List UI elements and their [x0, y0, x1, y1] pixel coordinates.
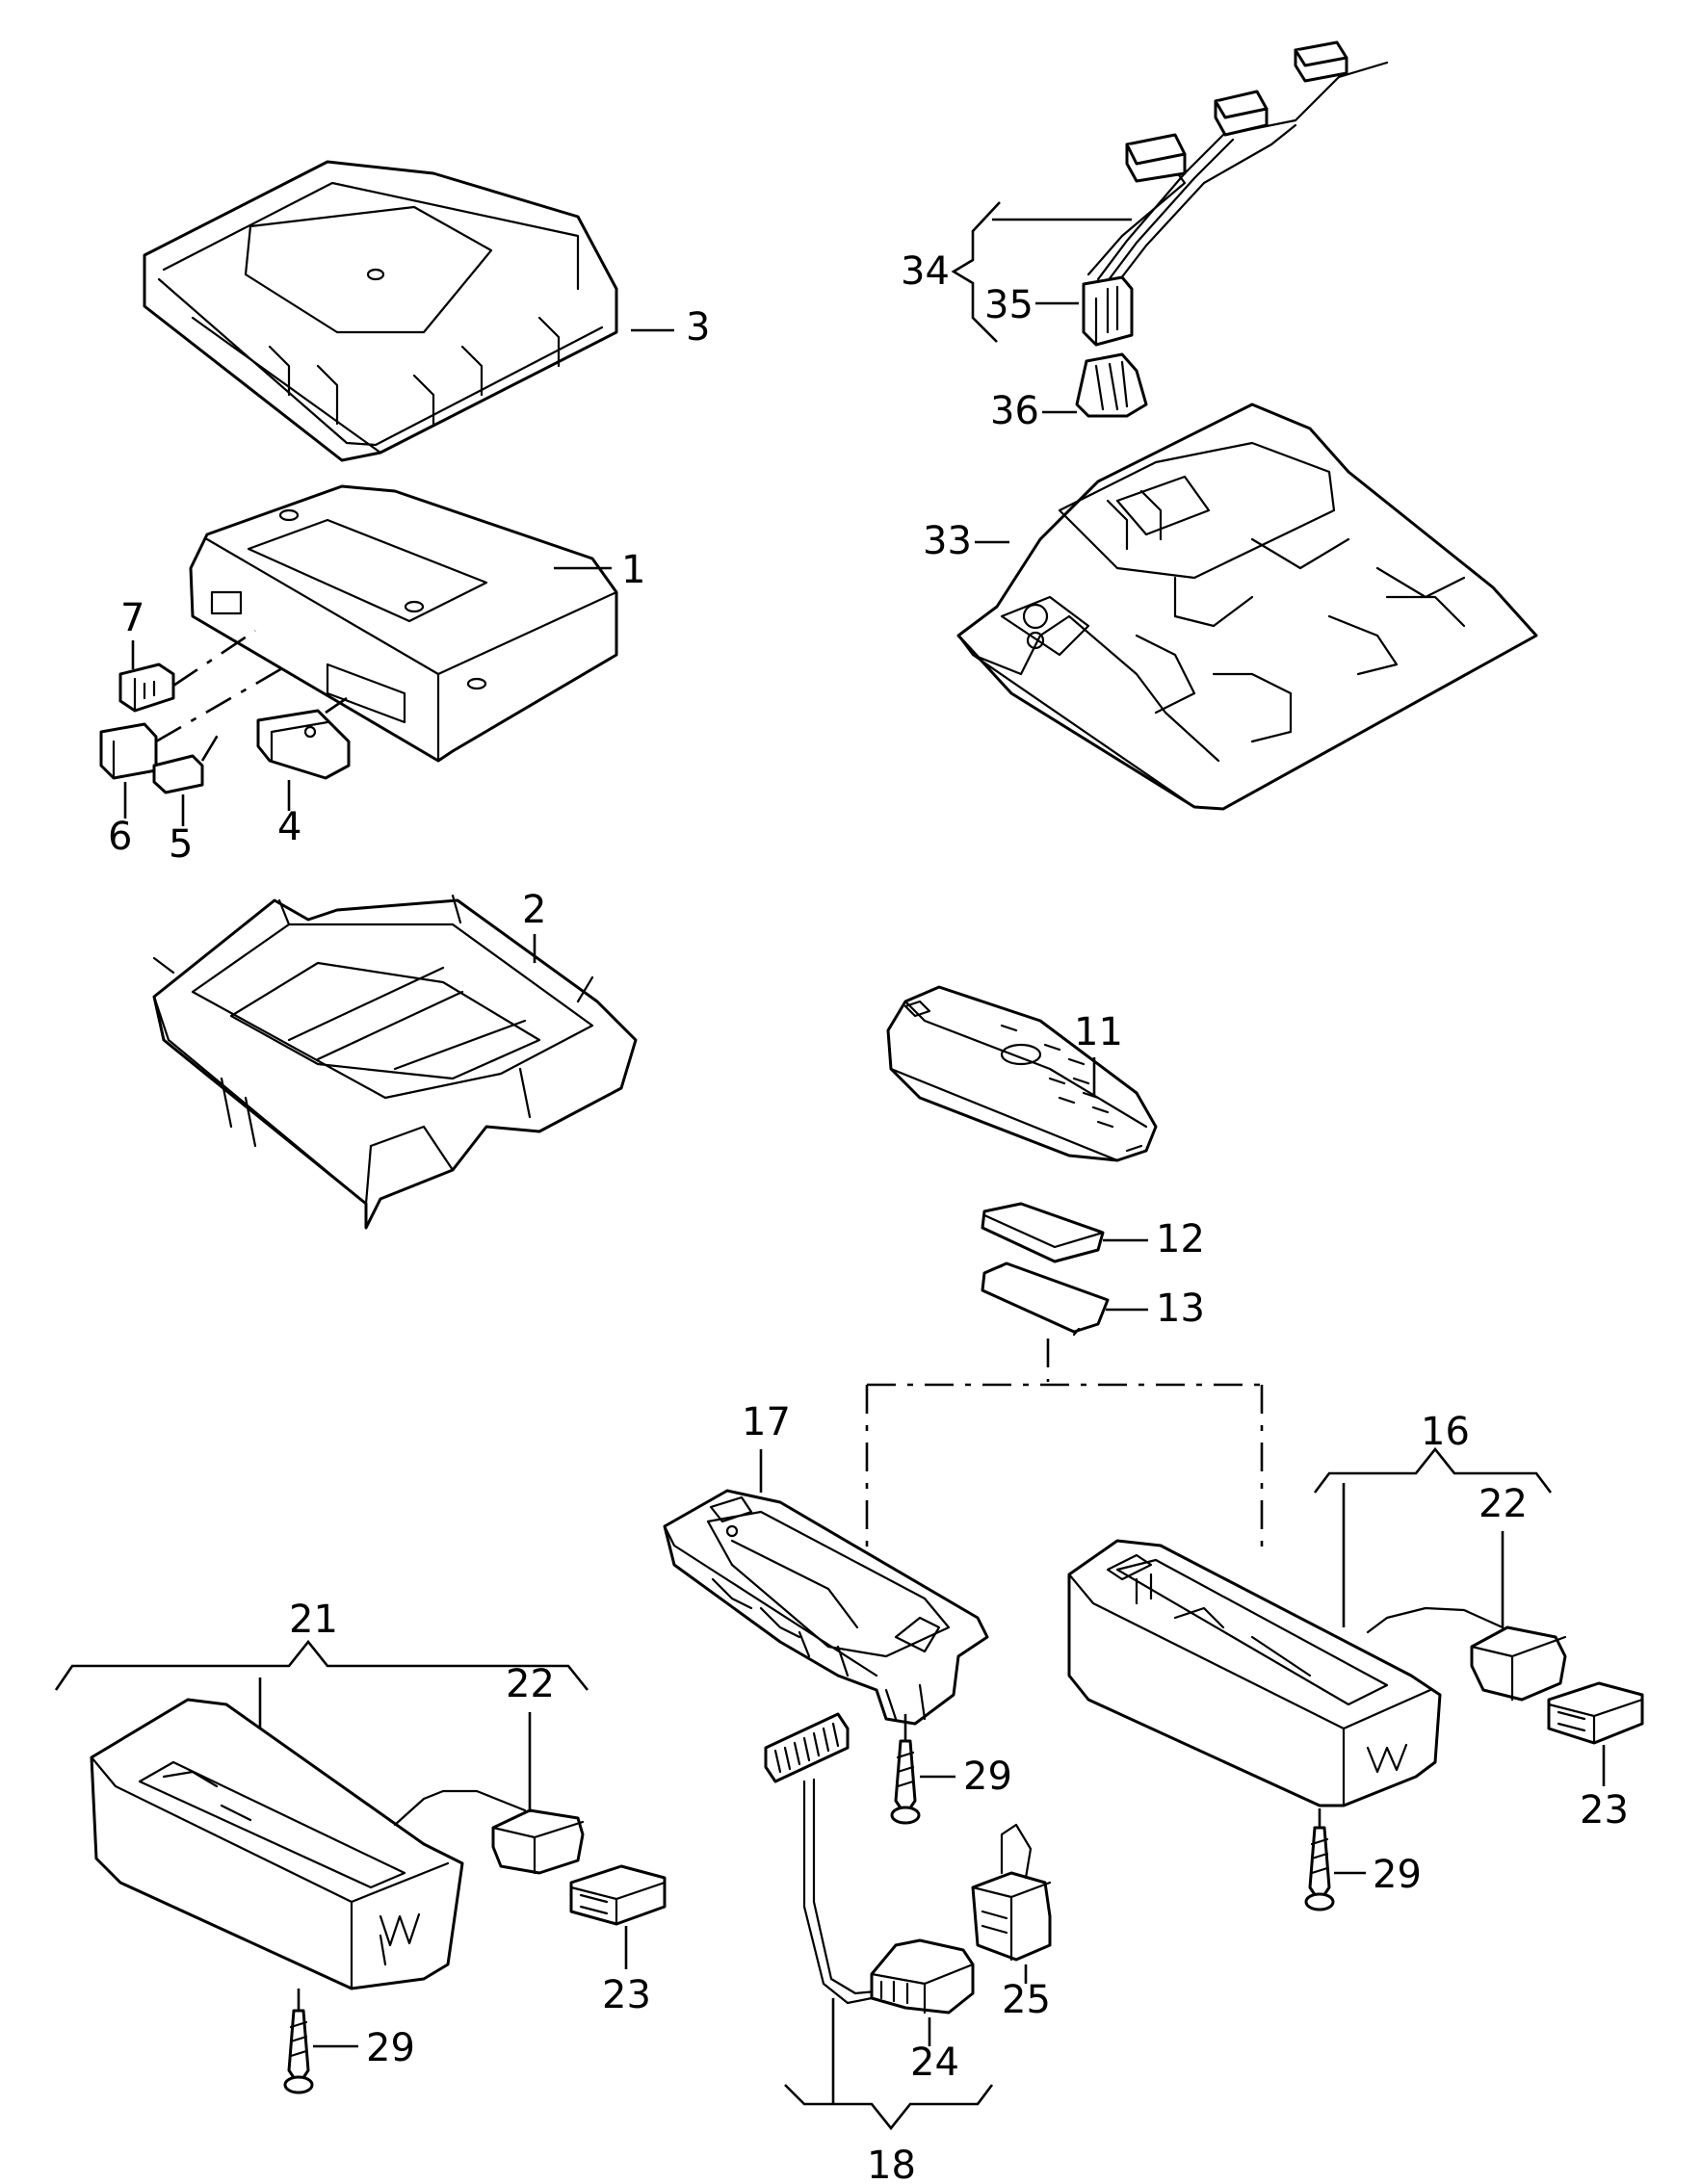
callout-7: 7: [120, 596, 144, 640]
part-17-charging-cradle: [663, 1489, 989, 1726]
part-4-connector: [256, 709, 351, 780]
callout-29-center: 29: [963, 1755, 1012, 1799]
brace-16: [1313, 1446, 1553, 1494]
callout-16: 16: [1421, 1410, 1470, 1454]
part-23-connector-right: [1547, 1681, 1644, 1745]
callout-4: 4: [277, 805, 301, 849]
callout-23-left: 23: [602, 1973, 651, 2017]
callout-13: 13: [1156, 1287, 1205, 1331]
callout-29-left: 29: [366, 2026, 415, 2070]
part-2-mounting-bracket: [152, 894, 638, 1230]
part-1-control-unit: [189, 484, 618, 763]
part-22-harness-left: [393, 1789, 585, 1875]
part-16-charging-holder: [1067, 1539, 1442, 1807]
part-22-harness-right: [1366, 1606, 1567, 1702]
callout-1: 1: [621, 548, 645, 592]
part-7-connector: [118, 663, 175, 713]
callout-18: 18: [867, 2144, 916, 2184]
part-29-screw-left: [283, 2009, 314, 2094]
callout-22-left: 22: [506, 1662, 555, 1706]
part-13-cover-plate: [981, 1261, 1110, 1337]
part-23-connector-left: [569, 1864, 667, 1926]
callout-36: 36: [990, 389, 1039, 433]
callout-22-right: 22: [1479, 1482, 1528, 1526]
part-6-connector: [99, 722, 158, 780]
part-36-clip: [1075, 352, 1148, 418]
part-21-charging-holder: [90, 1698, 464, 1990]
brace-18: [784, 2084, 994, 2131]
brace-34: [951, 201, 1001, 343]
brace-21: [54, 1639, 589, 1691]
callout-34: 34: [901, 249, 950, 294]
callout-17: 17: [742, 1400, 791, 1444]
callout-21: 21: [289, 1598, 338, 1642]
part-29-screw-center: [890, 1739, 921, 1825]
callout-25: 25: [1002, 1978, 1051, 2022]
part-33-roof-console: [956, 403, 1538, 811]
part-5-connector: [152, 754, 204, 794]
callout-24: 24: [910, 2041, 959, 2085]
part-12-battery: [981, 1202, 1105, 1263]
part-34-wiring-harness: [1086, 40, 1389, 285]
callout-2: 2: [522, 888, 546, 932]
callout-11: 11: [1074, 1010, 1123, 1054]
part-3-cover: [143, 160, 618, 462]
part-11-remote-control: [886, 985, 1158, 1162]
callout-23-right: 23: [1580, 1788, 1629, 1833]
part-24-connector: [870, 1938, 975, 2015]
callout-3: 3: [686, 305, 710, 350]
callout-35: 35: [984, 283, 1034, 327]
part-18-wiring-set: [764, 1712, 878, 2005]
part-29-screw-right: [1304, 1826, 1335, 1911]
callout-29-right: 29: [1373, 1853, 1422, 1897]
callout-33: 33: [923, 519, 972, 563]
part-25-connector: [971, 1823, 1052, 1962]
callout-12: 12: [1156, 1217, 1205, 1261]
callout-6: 6: [108, 815, 132, 859]
callout-5: 5: [169, 822, 193, 867]
part-35-connector: [1082, 275, 1134, 347]
